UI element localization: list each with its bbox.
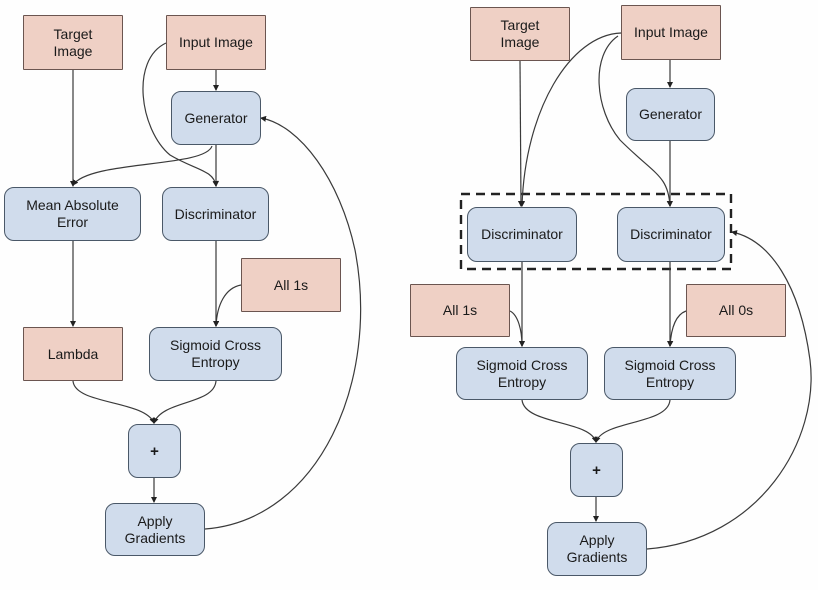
edge-lambda-to-plus (72, 380, 155, 424)
right-all-0s-node: All 0s (686, 284, 786, 337)
left-lambda-node: Lambda (23, 327, 123, 381)
right-apply-gradients-node: Apply Gradients (547, 522, 647, 576)
edge-all1s-to-sigmoid (213, 284, 242, 327)
edge-all0s-to-sigmoid (667, 310, 687, 347)
edge-all1s-to-sigmoid (509, 310, 525, 347)
edge-apply-to-generator (204, 115, 362, 530)
edge-input-to-disc-fake (598, 35, 673, 207)
right-discriminator-real-node: Discriminator (467, 207, 577, 262)
edge-sigmoid-fake-to-plus (594, 399, 671, 443)
discriminator-group-dashed-box (459, 192, 733, 271)
left-target-image-node: Target Image (23, 15, 123, 70)
left-discriminator-node: Discriminator (162, 187, 269, 241)
left-mean-absolute-error-node: Mean Absolute Error (4, 187, 141, 241)
edge-sigmoid-to-plus (152, 380, 217, 424)
left-generator-node: Generator (171, 91, 261, 145)
edge-apply-to-disc-fake (646, 230, 812, 550)
right-sigmoid-cross-entropy-real-node: Sigmoid Cross Entropy (456, 347, 588, 400)
left-plus-node: + (128, 424, 181, 478)
right-discriminator-fake-node: Discriminator (617, 207, 725, 262)
right-target-image-node: Target Image (470, 7, 570, 61)
left-all-1s-node: All 1s (241, 258, 341, 312)
edge-input-to-discriminator (142, 42, 219, 187)
left-sigmoid-cross-entropy-node: Sigmoid Cross Entropy (149, 327, 282, 381)
left-apply-gradients-node: Apply Gradients (105, 503, 205, 556)
right-generator-node: Generator (626, 88, 715, 141)
edge-target-to-disc-real (517, 60, 524, 207)
edge-sigmoid-real-to-plus (521, 399, 598, 443)
edge-input-to-disc-real (519, 32, 622, 207)
right-plus-node: + (570, 443, 623, 497)
edge-generator-to-mae (72, 145, 213, 186)
right-all-1s-node: All 1s (410, 284, 510, 337)
right-input-image-node: Input Image (621, 5, 721, 60)
right-sigmoid-cross-entropy-fake-node: Sigmoid Cross Entropy (604, 347, 736, 400)
left-input-image-node: Input Image (166, 15, 266, 70)
